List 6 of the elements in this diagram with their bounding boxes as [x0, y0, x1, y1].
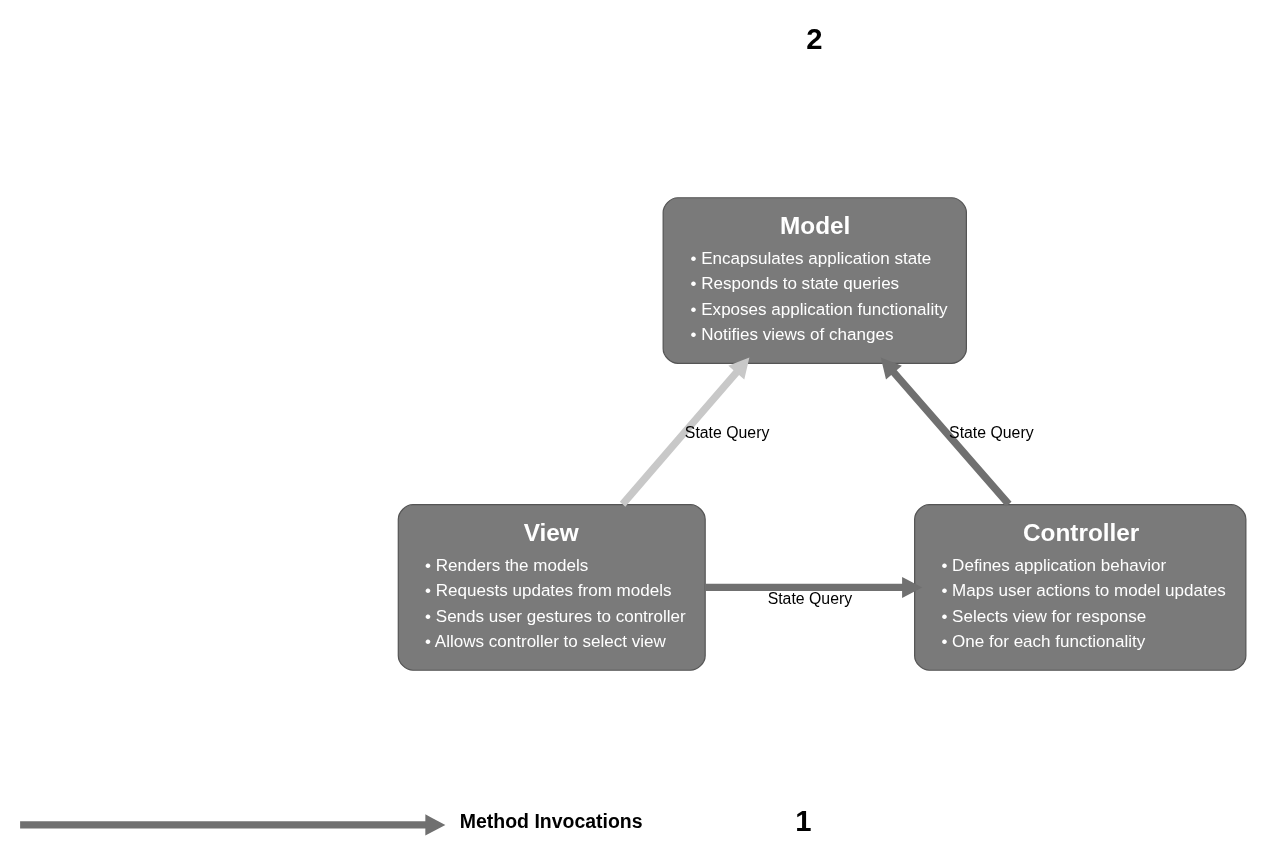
edge-label: State Query — [684, 423, 770, 441]
legend-label: Method Invocations — [459, 809, 643, 832]
edge-label: State Query — [767, 589, 853, 607]
label: 1 — [795, 804, 812, 837]
edge-label: State Query — [949, 423, 1034, 441]
label: 2 — [806, 22, 823, 55]
